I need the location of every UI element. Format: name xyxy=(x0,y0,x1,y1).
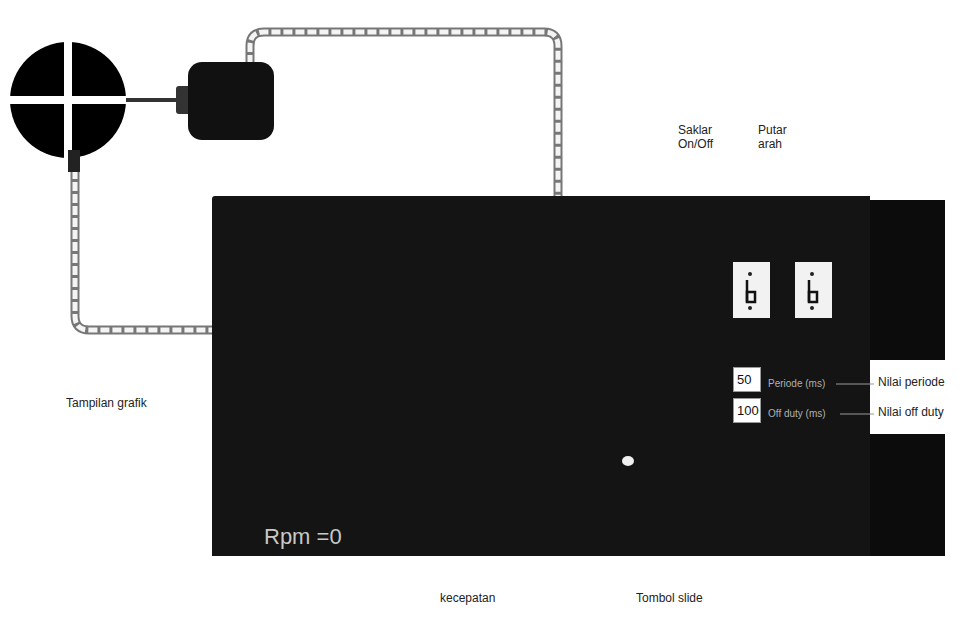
callout-label: Nilai periode xyxy=(878,376,945,390)
dc-motor xyxy=(188,62,274,140)
cable xyxy=(75,158,220,330)
cable-core xyxy=(250,32,558,210)
switch-dot xyxy=(810,272,814,276)
callout-label: Nilai off duty xyxy=(878,406,944,420)
callout-label: Putar arah xyxy=(758,124,798,152)
switch-dot xyxy=(748,272,752,276)
callout-label: Saklar On/Off xyxy=(678,124,722,152)
switch-lever xyxy=(809,292,817,302)
rpm-readout: Rpm =0 xyxy=(264,524,342,550)
callout-label: Tombol slide xyxy=(636,592,703,606)
field-value: 50 xyxy=(737,372,757,387)
input-field: 50 xyxy=(733,367,761,392)
sensor xyxy=(68,150,80,172)
callout-label: kecepatan xyxy=(440,592,495,606)
cable xyxy=(250,32,558,210)
panel-band xyxy=(870,434,945,556)
panel-band xyxy=(870,200,945,360)
switch-dot xyxy=(748,306,752,310)
panel-corner xyxy=(870,200,945,360)
callout-label: Tampilan grafik xyxy=(66,397,147,411)
slider-knob xyxy=(622,456,634,466)
field-caption: Periode (ms) xyxy=(768,378,825,390)
input-field: 100 xyxy=(733,398,761,423)
switch-lever xyxy=(747,292,755,302)
field-caption: Off duty (ms) xyxy=(768,408,826,420)
toggle-switch xyxy=(795,262,832,318)
toggle-switch xyxy=(733,262,770,318)
switch-dot xyxy=(810,306,814,310)
gui-panel: Rpm =0 50 100 xyxy=(212,196,870,556)
cable-core xyxy=(75,158,220,330)
motor-shaft xyxy=(126,98,182,102)
disk-slot xyxy=(8,96,128,104)
panel-controls xyxy=(212,196,870,556)
field-value: 100 xyxy=(737,403,757,418)
